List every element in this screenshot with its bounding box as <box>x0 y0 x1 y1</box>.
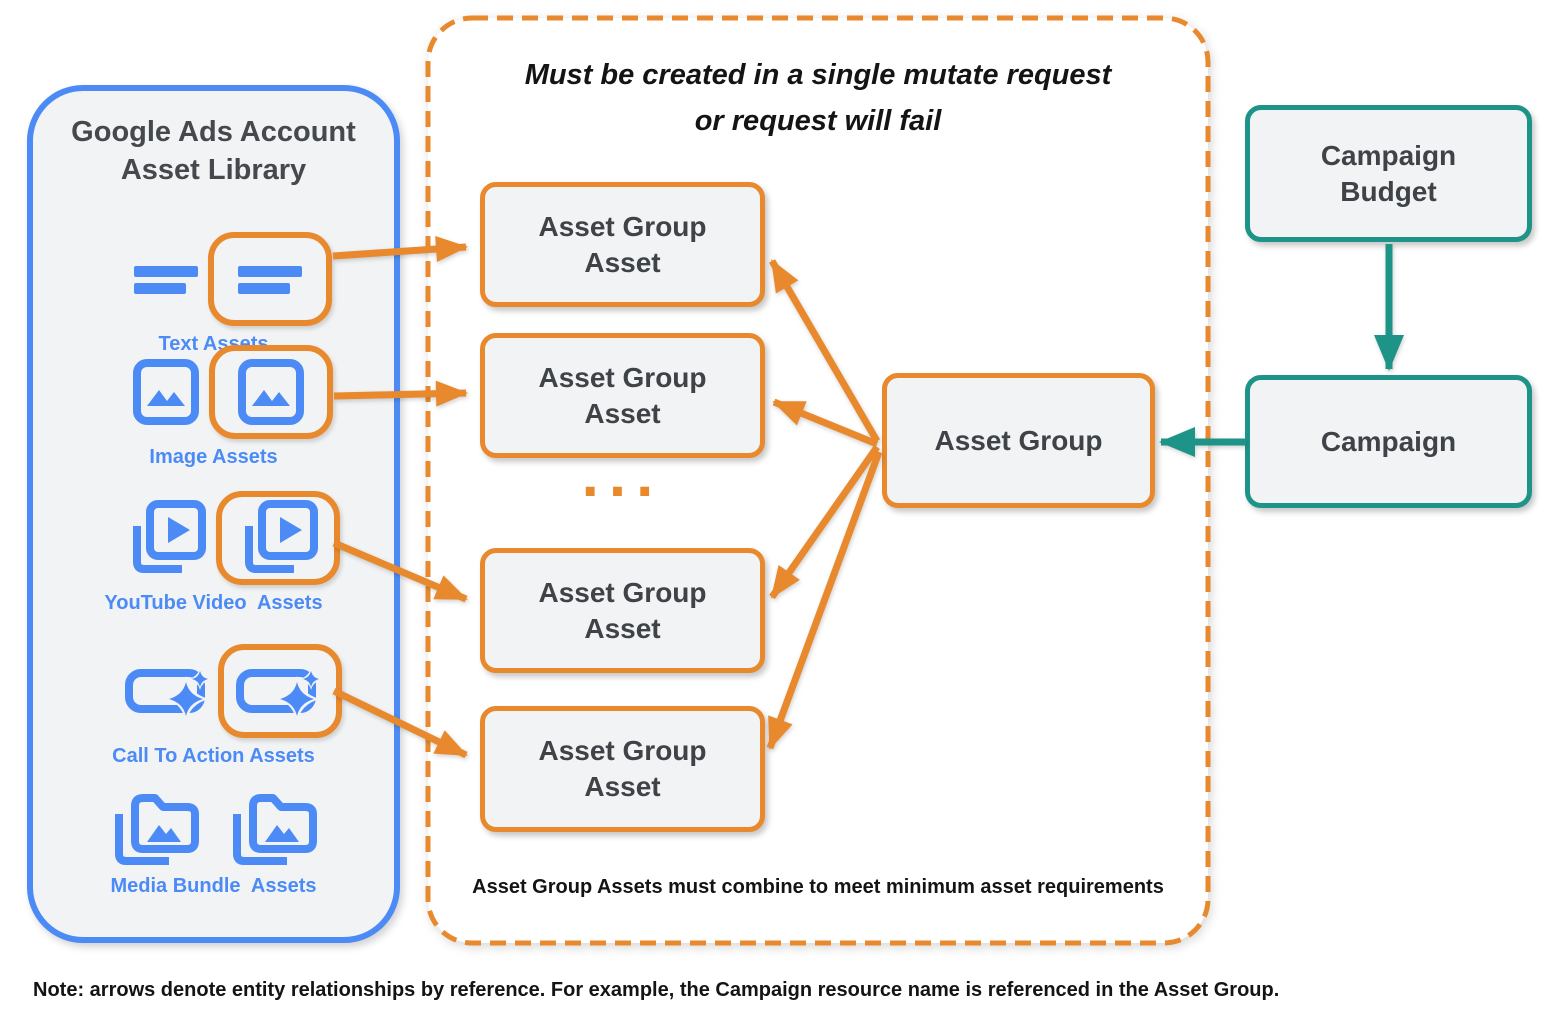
page-note: Note: arrows denote entity relationships… <box>33 979 1280 1001</box>
media-bundle-asset-icon <box>114 794 199 865</box>
text-asset-icon <box>237 266 302 294</box>
selected-asset-frame <box>217 644 342 738</box>
media-bundle-asset-icon <box>232 794 317 865</box>
selected-asset-frame <box>208 345 333 439</box>
asset-group-asset-box-2: Asset Group Asset <box>480 333 765 458</box>
selected-asset-frame <box>215 491 340 585</box>
youtube-video-assets-label: YouTube Video Assets <box>104 592 323 614</box>
call-to-action-asset-icon <box>124 668 211 722</box>
more-assets-ellipsis: ... <box>581 441 664 510</box>
image-asset-icon <box>132 359 199 425</box>
library-row-youtube-assets: YouTube Video Assets <box>33 491 394 615</box>
image-asset-icon <box>237 359 304 425</box>
library-row-call-to-action-assets: Call To Action Assets <box>33 644 394 768</box>
media-bundle-assets-label: Media Bundle Assets <box>110 875 317 897</box>
library-row-media-bundle-assets: Media Bundle Assets <box>33 786 394 898</box>
asset-group-asset-box-4: Asset Group Asset <box>480 706 765 832</box>
text-asset-icon <box>133 266 198 294</box>
minimum-asset-requirements-note: Asset Group Assets must combine to meet … <box>472 876 1164 898</box>
asset-library-title: Google Ads Account Asset Library <box>71 116 356 186</box>
image-assets-label: Image Assets <box>149 446 278 468</box>
call-to-action-assets-label: Call To Action Assets <box>112 745 315 767</box>
asset-library-panel: Google Ads Account Asset Library Text As… <box>27 85 400 943</box>
library-row-text-assets: Text Assets <box>33 232 394 356</box>
asset-group-asset-box-1: Asset Group Asset <box>480 182 765 307</box>
youtube-video-asset-icon <box>132 500 206 573</box>
campaign-budget-box: Campaign Budget <box>1245 105 1532 242</box>
youtube-video-asset-icon <box>244 500 318 573</box>
library-row-image-assets: Image Assets <box>33 345 394 469</box>
mutate-request-title: Must be created in a single mutate reque… <box>524 59 1112 137</box>
asset-group-box: Asset Group <box>882 373 1155 508</box>
selected-asset-frame <box>207 232 332 326</box>
call-to-action-asset-icon <box>235 668 322 722</box>
asset-group-asset-box-3: Asset Group Asset <box>480 548 765 673</box>
campaign-box: Campaign <box>1245 375 1532 508</box>
